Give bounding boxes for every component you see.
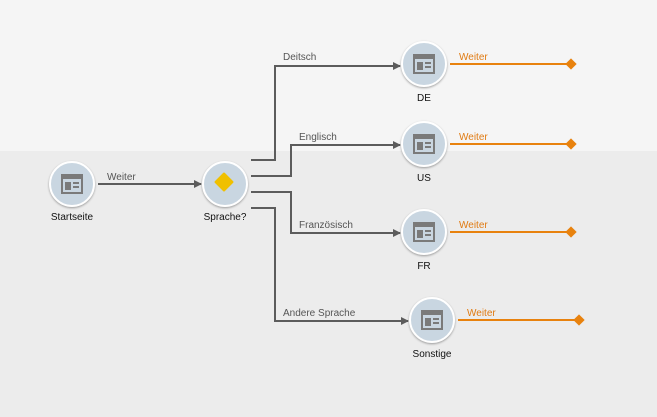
edge-label-fr: Französisch <box>299 220 353 231</box>
node-label-us: US <box>417 173 431 184</box>
edge-label-start-decision: Weiter <box>107 172 136 183</box>
node-startseite[interactable] <box>49 161 95 207</box>
node-label-de: DE <box>417 93 431 104</box>
output-label-other: Weiter <box>467 308 496 319</box>
output-handle-fr <box>565 226 577 238</box>
edge-decision-fr <box>251 191 401 237</box>
node-us[interactable] <box>401 121 447 167</box>
canvas-top-band <box>0 0 657 151</box>
node-label-sonstige: Sonstige <box>412 349 452 360</box>
node-sprache[interactable] <box>202 161 248 207</box>
page-icon <box>421 310 443 330</box>
page-icon <box>413 222 435 242</box>
edge-decision-other <box>251 207 409 325</box>
edge-label-de: Deitsch <box>283 52 317 63</box>
edge-label-us: Englisch <box>299 132 337 143</box>
node-de[interactable] <box>401 41 447 87</box>
output-handle-other <box>573 314 585 326</box>
output-label-de: Weiter <box>459 52 488 63</box>
node-label-sprache: Sprache? <box>203 212 247 223</box>
page-icon <box>413 134 435 154</box>
output-label-us: Weiter <box>459 132 488 143</box>
node-sonstige[interactable] <box>409 297 455 343</box>
node-label-fr: FR <box>417 261 431 272</box>
edge-decision-us <box>251 141 401 177</box>
output-handle-us <box>565 138 577 150</box>
diamond-icon <box>214 172 234 192</box>
page-icon <box>413 54 435 74</box>
node-label-startseite: Startseite <box>50 212 94 223</box>
edge-label-other: Andere Sprache <box>283 308 356 319</box>
edge-decision-de <box>251 62 401 161</box>
node-fr[interactable] <box>401 209 447 255</box>
output-handle-de <box>565 58 577 70</box>
output-label-fr: Weiter <box>459 220 488 231</box>
page-icon <box>61 174 83 194</box>
